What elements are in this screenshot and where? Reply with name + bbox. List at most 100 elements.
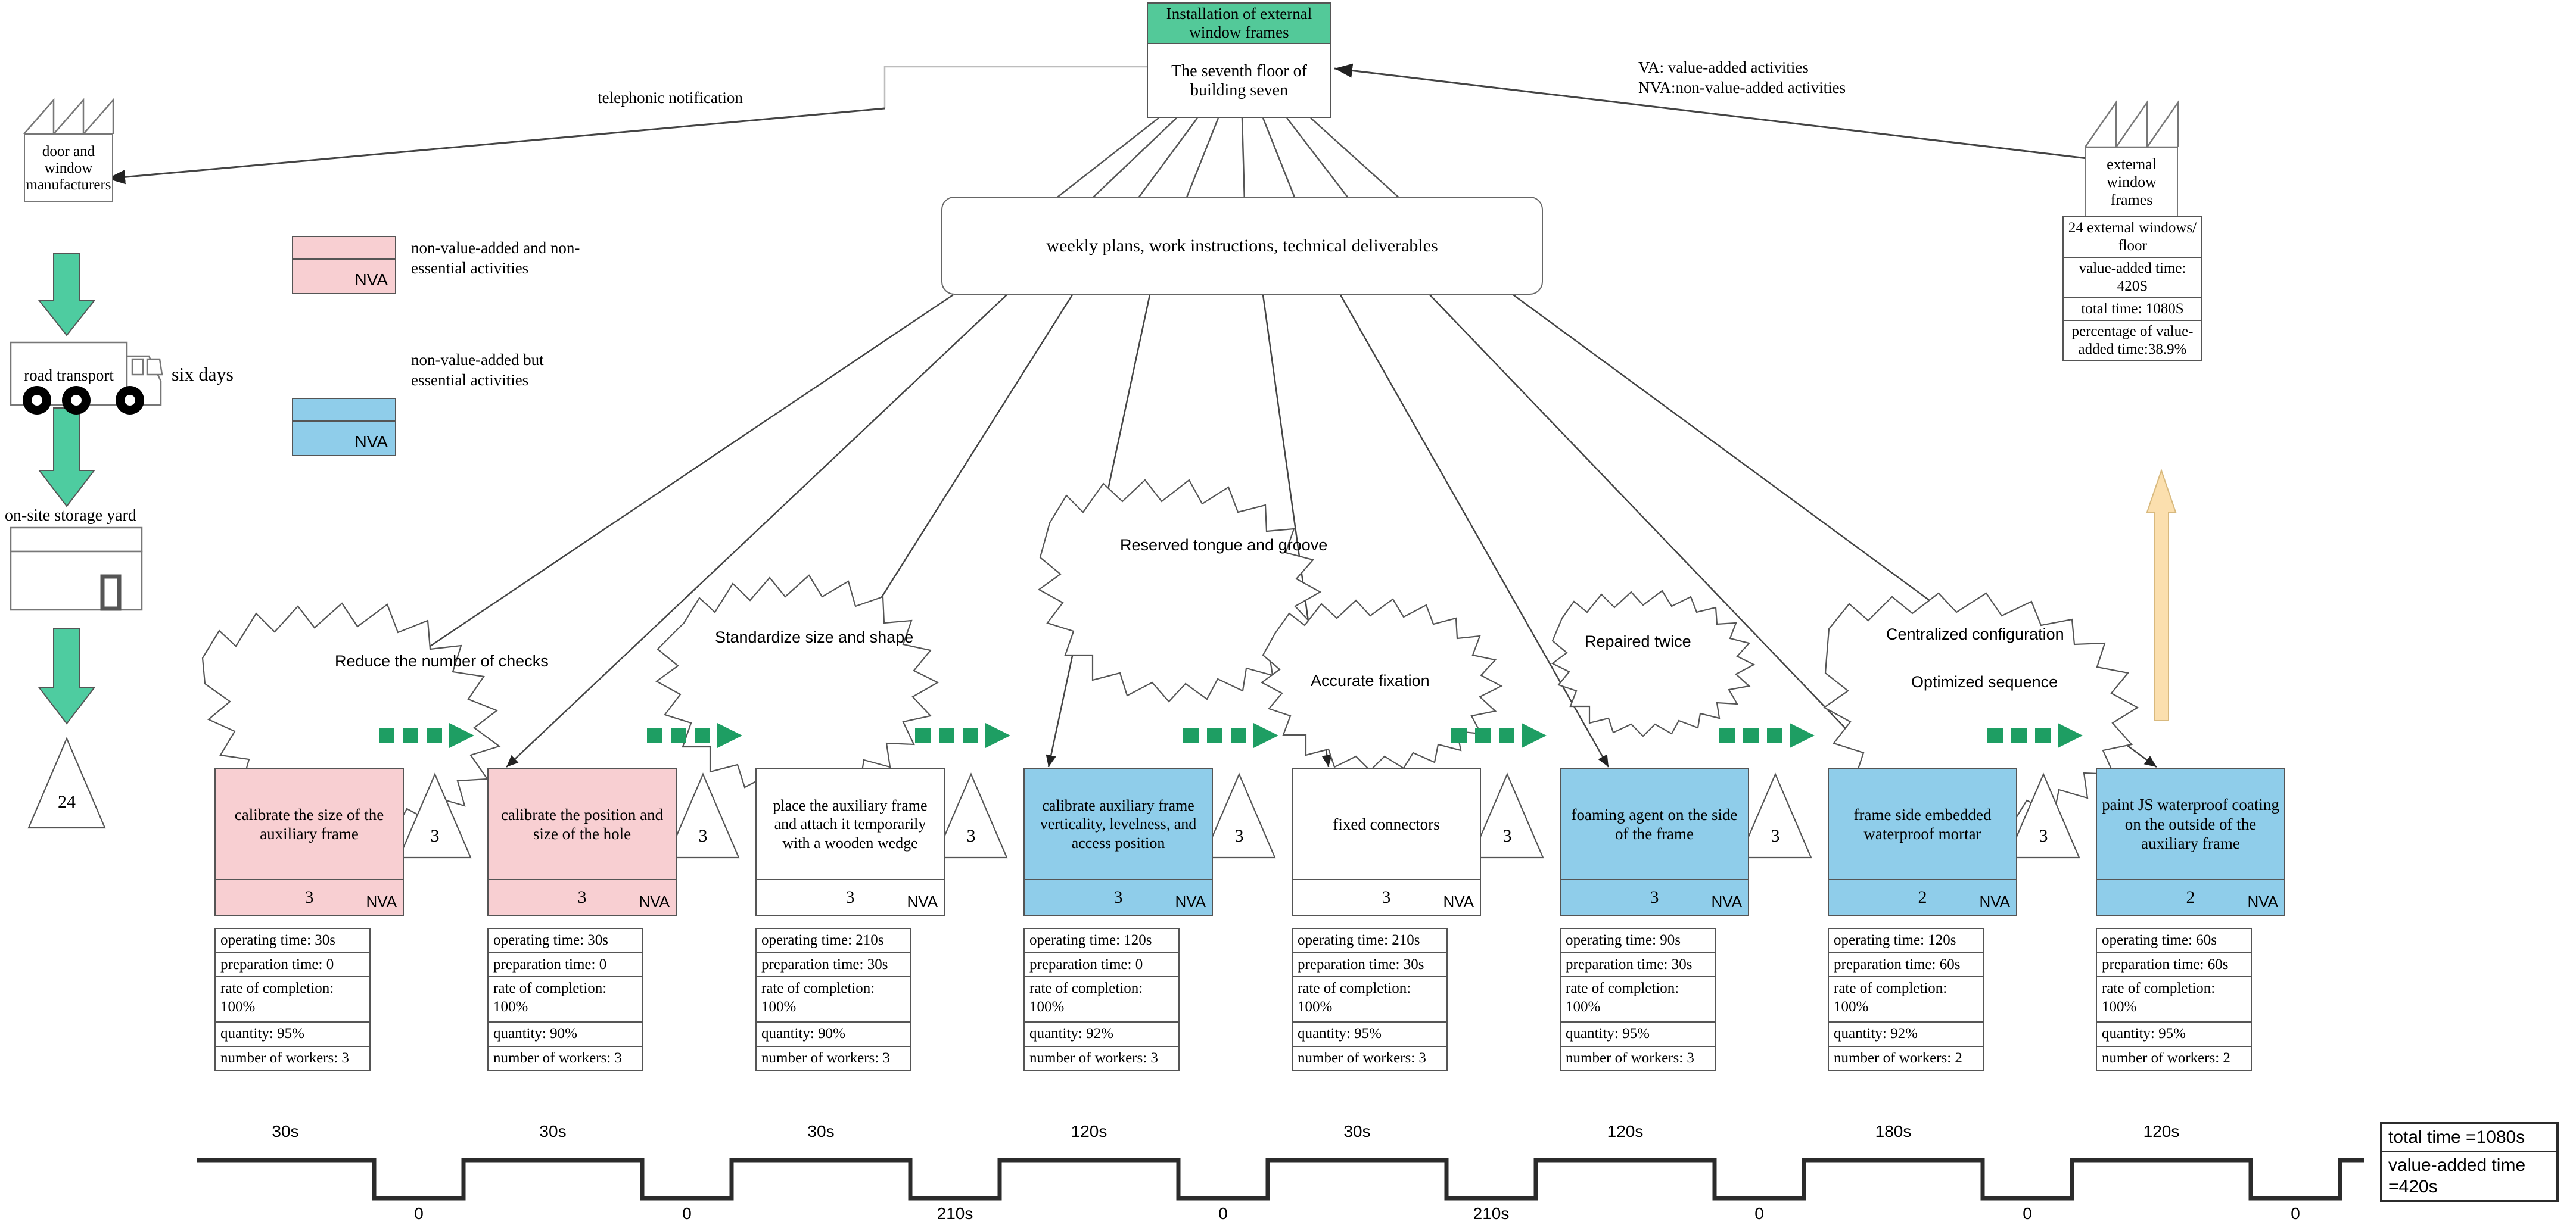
timeline-down-label: 210s (1473, 1204, 1510, 1223)
timeline-summary-box: total time =1080s value-added time =420s (2380, 1122, 2559, 1202)
process-worker-count: 3 (1382, 887, 1391, 907)
metric-row: quantity: 90% (489, 1023, 642, 1047)
metric-row: operating time: 30s (489, 929, 642, 953)
process-worker-count: 3 (1113, 887, 1123, 907)
timeline-down-label: 0 (1218, 1204, 1228, 1223)
inventory-triangle-count-3: 3 (966, 826, 976, 846)
process-data-table-4: operating time: 120s preparation time: 0… (1023, 928, 1180, 1071)
metric-row: preparation time: 30s (757, 953, 910, 977)
metric-row: rate of completion: 100% (1025, 977, 1178, 1023)
metric-row: preparation time: 0 (489, 953, 642, 977)
process-box-1[interactable]: calibrate the size of the auxiliary fram… (214, 768, 404, 916)
metric-row: number of workers: 3 (1298, 1049, 1426, 1066)
nva-legend-line: NVA:non-value-added activities (1638, 78, 1846, 96)
metric-row: rate of completion: 100% (1561, 977, 1715, 1023)
legend-swatch-nva-essential: NVA (292, 398, 396, 456)
process-worker-count: 3 (1650, 887, 1659, 907)
metric-row: rate of completion: 100% (489, 977, 642, 1023)
process-data-table-2: operating time: 30s preparation time: 0 … (487, 928, 643, 1071)
timeline-up-label: 120s (1607, 1122, 1644, 1140)
process-worker-count: 2 (2186, 887, 2195, 907)
metric-row: preparation time: 0 (216, 953, 369, 977)
process-box-5[interactable]: fixed connectors 3 NVA (1292, 768, 1481, 916)
process-footer: 3 NVA (489, 879, 676, 915)
metric-row: preparation time: 30s (1561, 953, 1715, 977)
process-box-3[interactable]: place the auxiliary frame and attach it … (755, 768, 945, 916)
metric-row: operating time: 30s (216, 929, 369, 953)
kaizen-burst-label: Repaired twice (1585, 632, 1691, 650)
title-box-body: The seventh floor of building seven (1171, 62, 1307, 99)
metric-row: number of workers: 3 (1566, 1049, 1694, 1066)
road-transport-label: road transport (24, 366, 114, 384)
timeline-up-label: 180s (1875, 1122, 1912, 1140)
inventory-triangle-count-4: 3 (1234, 826, 1244, 846)
legend-swatch-nva-nonessential: NVA (292, 236, 396, 294)
timeline-up-label: 30s (272, 1122, 299, 1140)
metric-row: operating time: 210s (757, 929, 910, 953)
kaizen-burst-label: Optimized sequence (1911, 673, 2058, 691)
metric-row: rate of completion: 100% (757, 977, 910, 1023)
inventory-triangle-count-2: 3 (698, 826, 708, 846)
process-title: fixed connectors (1333, 815, 1440, 833)
metric-row: number of workers: 2 (1834, 1049, 1962, 1066)
process-box-8[interactable]: paint JS waterproof coating on the outsi… (2096, 768, 2285, 916)
supplier-box: door and window manufacturers (24, 134, 113, 202)
metric-row: quantity: 92% (1025, 1023, 1178, 1047)
title-box-header: Installation of external window frames (1148, 4, 1330, 44)
process-footer: 3 NVA (1561, 879, 1748, 915)
process-data-table-1: operating time: 30s preparation time: 0 … (214, 928, 371, 1071)
process-box-2[interactable]: calibrate the position and size of the h… (487, 768, 677, 916)
metric-row: preparation time: 60s (1829, 953, 1983, 977)
process-footer: 3 NVA (1025, 879, 1212, 915)
customer-metric-row: total time: 1080S (2064, 298, 2201, 321)
va-nva-legend: VA: value-added activities NVA:non-value… (1638, 58, 2055, 98)
process-tag: NVA (366, 893, 397, 911)
metric-row: rate of completion: 100% (2097, 977, 2251, 1023)
process-tag: NVA (639, 893, 670, 911)
process-data-table-3: operating time: 210s preparation time: 3… (755, 928, 911, 1071)
value-added-time-row: value-added time =420s (2388, 1155, 2526, 1196)
process-worker-count: 3 (577, 887, 587, 907)
metric-row: quantity: 95% (1293, 1023, 1446, 1047)
process-box-6[interactable]: foaming agent on the side of the frame 3… (1560, 768, 1749, 916)
process-title: frame side embedded waterproof mortar (1853, 805, 1992, 843)
inventory-triangle-count-6: 3 (1771, 826, 1780, 846)
timeline-up-label: 120s (1071, 1122, 1107, 1140)
metric-row: number of workers: 2 (2102, 1049, 2230, 1066)
process-footer: 3 NVA (757, 879, 944, 915)
metric-row: preparation time: 30s (1293, 953, 1446, 977)
telephonic-notification-label: telephonic notification (598, 89, 743, 107)
transport-duration-label: six days (172, 363, 234, 385)
timeline-down-label: 0 (682, 1204, 692, 1223)
swatch-code: NVA (354, 270, 388, 289)
kaizen-burst-label: Reduce the number of checks (335, 652, 549, 670)
process-box-4[interactable]: calibrate auxiliary frame verticality, l… (1023, 768, 1213, 916)
inventory-triangle-count-5: 3 (1502, 826, 1512, 846)
metric-row: rate of completion: 100% (216, 977, 369, 1023)
timeline-down-label: 0 (2023, 1204, 2032, 1223)
process-title: foaming agent on the side of the frame (1571, 805, 1738, 843)
process-footer: 2 NVA (2097, 879, 2284, 915)
metric-row: quantity: 95% (216, 1023, 369, 1047)
kaizen-burst-label: Centralized configuration (1886, 625, 2064, 643)
customer-metrics-table: 24 external windows/ floor value-added t… (2062, 216, 2202, 361)
process-tag: NVA (1175, 893, 1206, 911)
production-control-box: weekly plans, work instructions, technic… (941, 197, 1543, 295)
metric-row: operating time: 210s (1293, 929, 1446, 953)
total-time-row: total time =1080s (2382, 1124, 2556, 1152)
title-box: Installation of external window frames T… (1147, 2, 1331, 118)
timeline-up-label: 30s (807, 1122, 835, 1140)
metric-row: rate of completion: 100% (1293, 977, 1446, 1023)
timeline-down-label: 0 (2291, 1204, 2300, 1223)
process-box-7[interactable]: frame side embedded waterproof mortar 2 … (1828, 768, 2017, 916)
metric-row: quantity: 92% (1829, 1023, 1983, 1047)
process-worker-count: 2 (1918, 887, 1927, 907)
timeline-down-label: 210s (937, 1204, 973, 1223)
process-tag: NVA (2247, 893, 2278, 911)
metric-row: quantity: 95% (1561, 1023, 1715, 1047)
swatch-divider (293, 258, 395, 260)
storage-yard-label: on-site storage yard (5, 506, 136, 525)
process-data-table-7: operating time: 120s preparation time: 6… (1828, 928, 1984, 1071)
metric-row: quantity: 95% (2097, 1023, 2251, 1047)
